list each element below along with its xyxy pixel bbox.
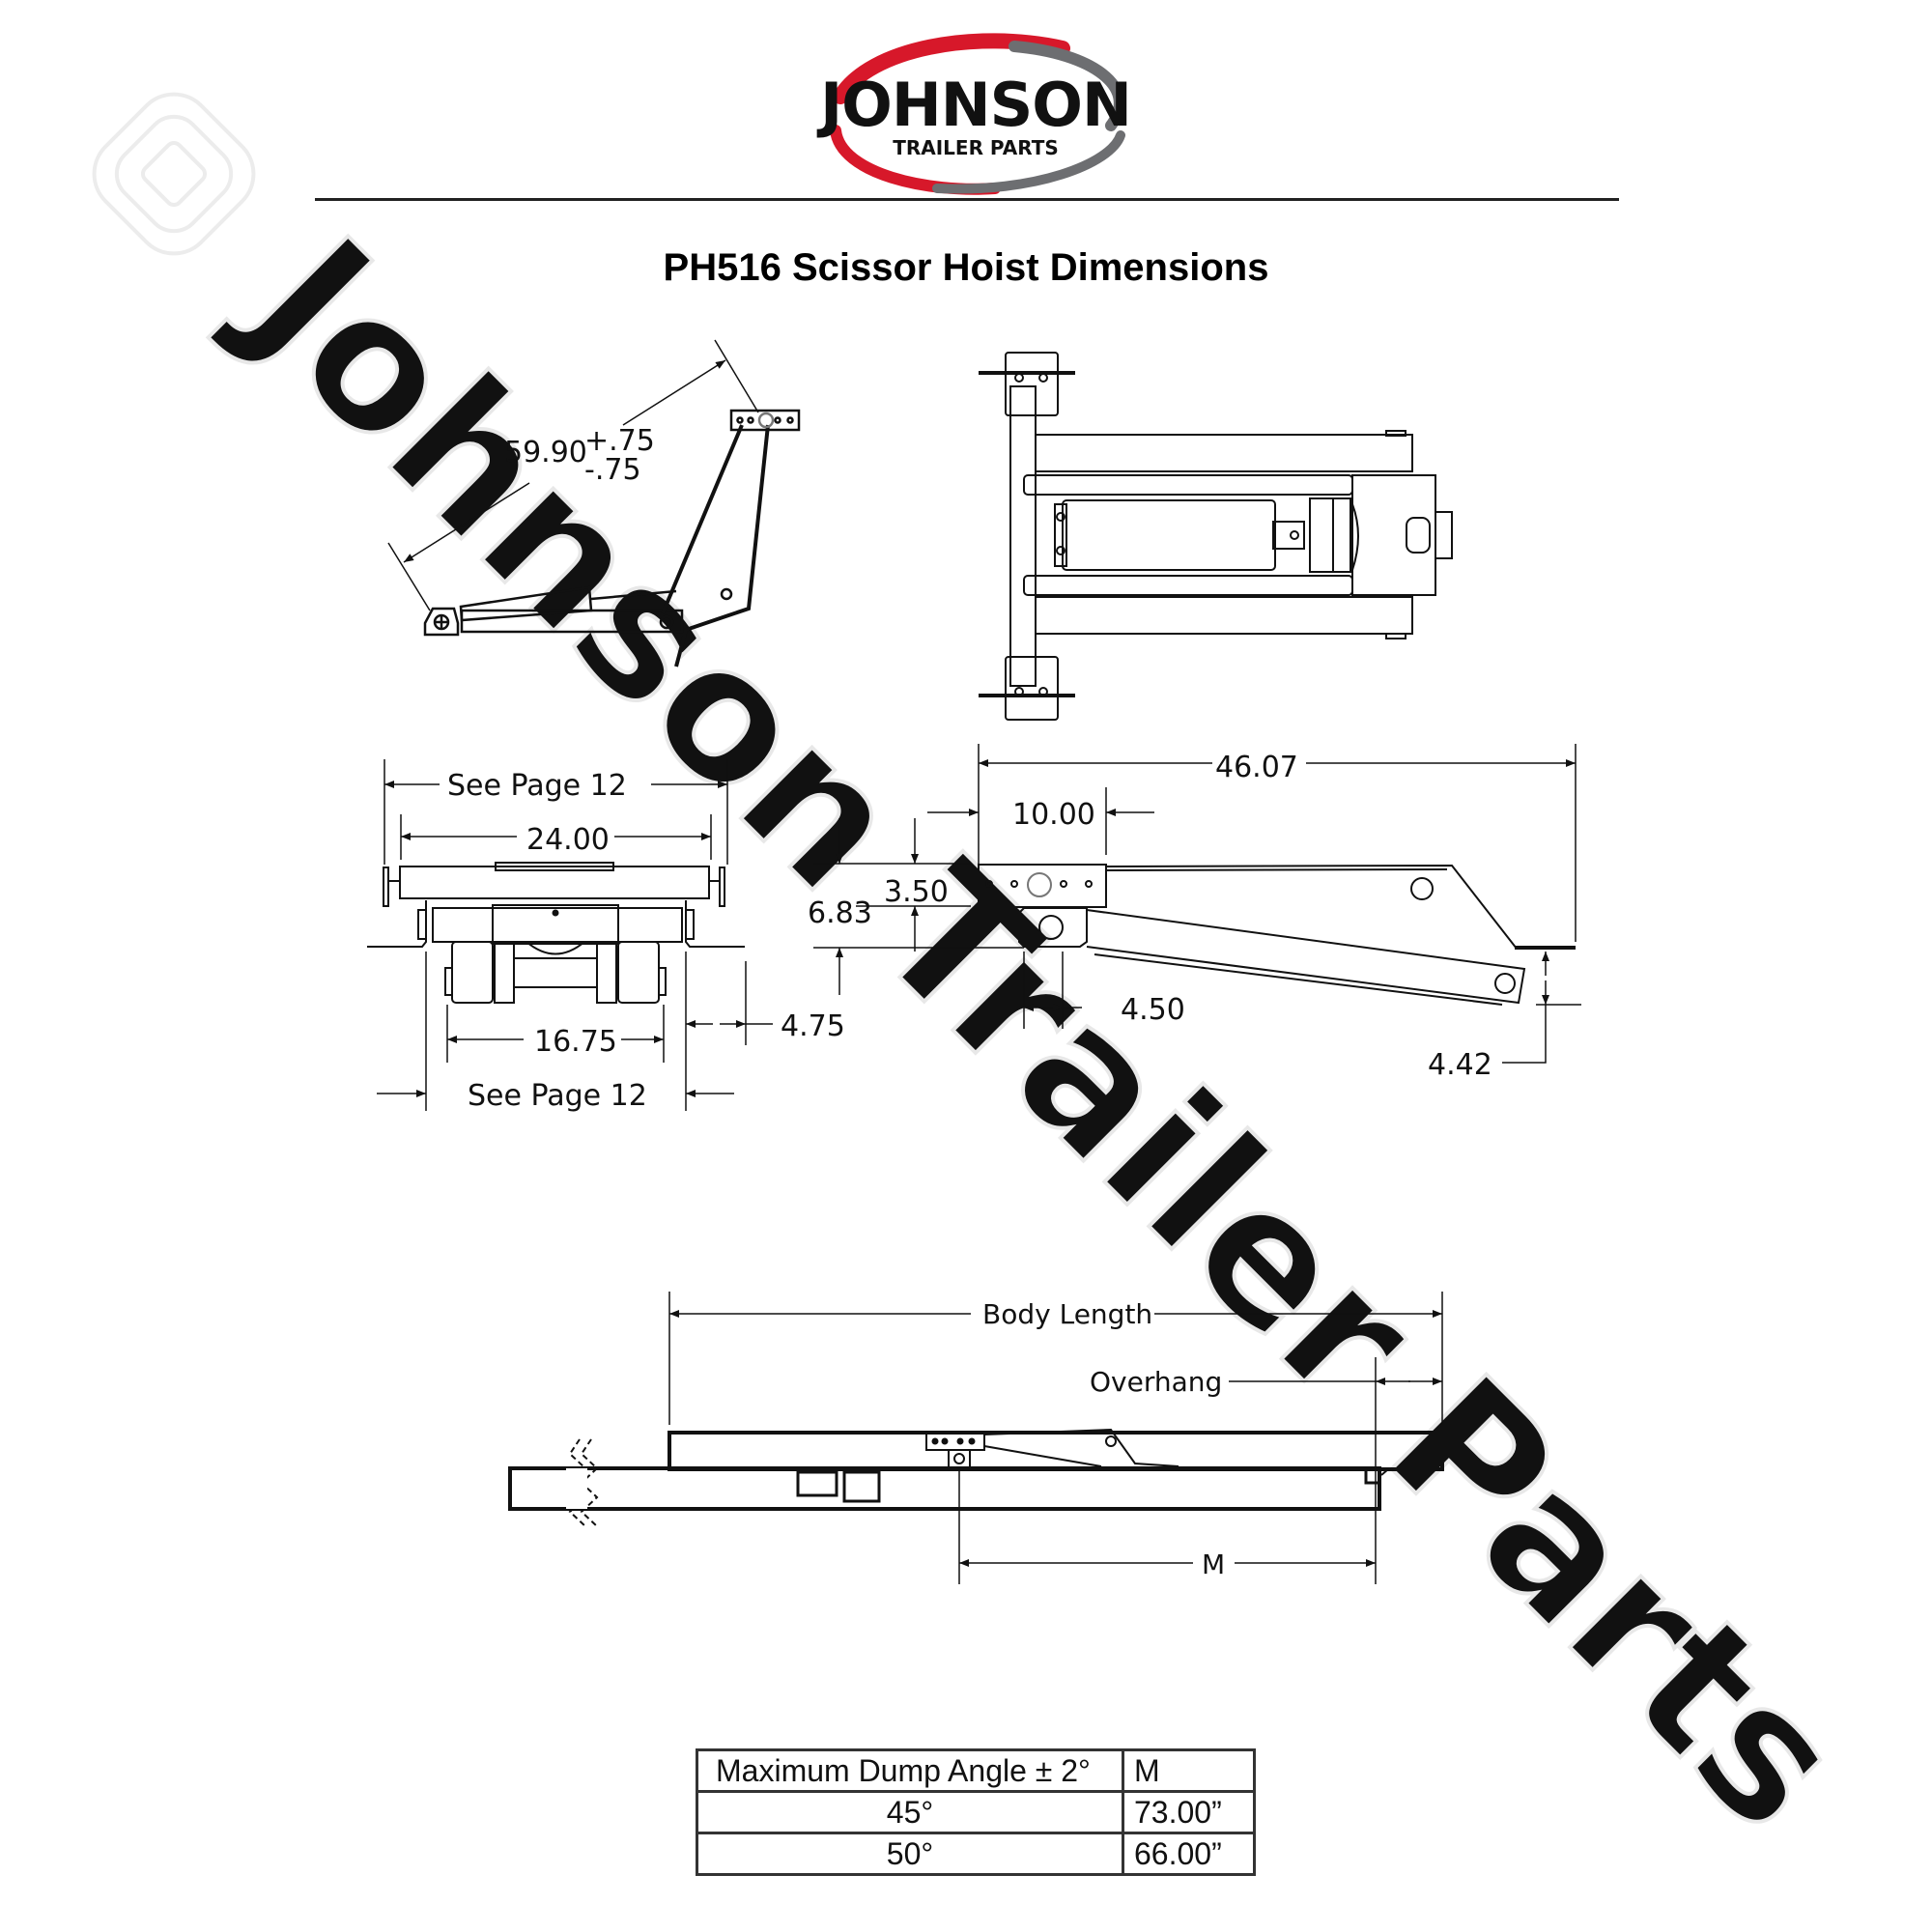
m-value-cell: 66.00” — [1122, 1832, 1256, 1876]
page-title: PH516 Scissor Hoist Dimensions — [663, 246, 1269, 289]
side-profile-view — [813, 744, 1581, 1064]
raised-side-view — [387, 339, 801, 668]
svg-text:3.50: 3.50 — [884, 875, 949, 909]
table-header-row: Maximum Dump Angle ± 2° M — [696, 1748, 1256, 1793]
header-m: M — [1122, 1748, 1256, 1793]
dump-angle-table: Maximum Dump Angle ± 2° M 45° 73.00” 50°… — [696, 1748, 1256, 1876]
svg-text:10.00: 10.00 — [1012, 798, 1095, 832]
svg-text:See Page 12: See Page 12 — [447, 769, 627, 803]
front-view-dimension-text: See Page 12 24.00 16.75 4.75 See Page 12 — [447, 769, 845, 1113]
svg-text:Body Length: Body Length — [982, 1298, 1152, 1330]
svg-text:See Page 12: See Page 12 — [468, 1079, 647, 1113]
top-plan-view — [979, 352, 1453, 721]
svg-text:16.75: 16.75 — [534, 1025, 617, 1059]
header-divider — [315, 198, 1619, 201]
svg-text:-.75: -.75 — [584, 453, 641, 487]
side-profile-dimension-text: 46.07 10.00 6.83 3.50 4.50 4.42 — [808, 751, 1492, 1082]
front-view — [367, 759, 773, 1111]
raised-side-dimension-text: 59.90 +.75 -.75 — [504, 424, 655, 487]
logo-subtitle: TRAILER PARTS — [893, 136, 1059, 159]
logo-brand: JOHNSON — [816, 70, 1131, 140]
svg-text:46.07: 46.07 — [1215, 751, 1298, 784]
svg-text:M: M — [1202, 1548, 1225, 1580]
m-value-cell: 73.00” — [1122, 1790, 1256, 1834]
installation-view — [508, 1292, 1444, 1584]
dump-angle-cell: 50° — [696, 1832, 1124, 1876]
svg-text:4.75: 4.75 — [781, 1009, 845, 1043]
johnson-logo: JOHNSON TRAILER PARTS — [816, 33, 1132, 195]
svg-text:Overhang: Overhang — [1090, 1366, 1222, 1398]
svg-text:59.90: 59.90 — [504, 436, 587, 469]
svg-text:+.75: +.75 — [584, 424, 655, 458]
table-row: 45° 73.00” — [696, 1790, 1256, 1834]
svg-text:24.00: 24.00 — [526, 823, 610, 857]
installation-labels: Body Length Overhang M — [982, 1298, 1225, 1580]
dump-angle-cell: 45° — [696, 1790, 1124, 1834]
svg-text:6.83: 6.83 — [808, 896, 872, 930]
header-dump-angle: Maximum Dump Angle ± 2° — [696, 1748, 1124, 1793]
table-row: 50° 66.00” — [696, 1832, 1256, 1876]
svg-text:4.50: 4.50 — [1121, 993, 1185, 1027]
svg-text:4.42: 4.42 — [1428, 1048, 1492, 1082]
